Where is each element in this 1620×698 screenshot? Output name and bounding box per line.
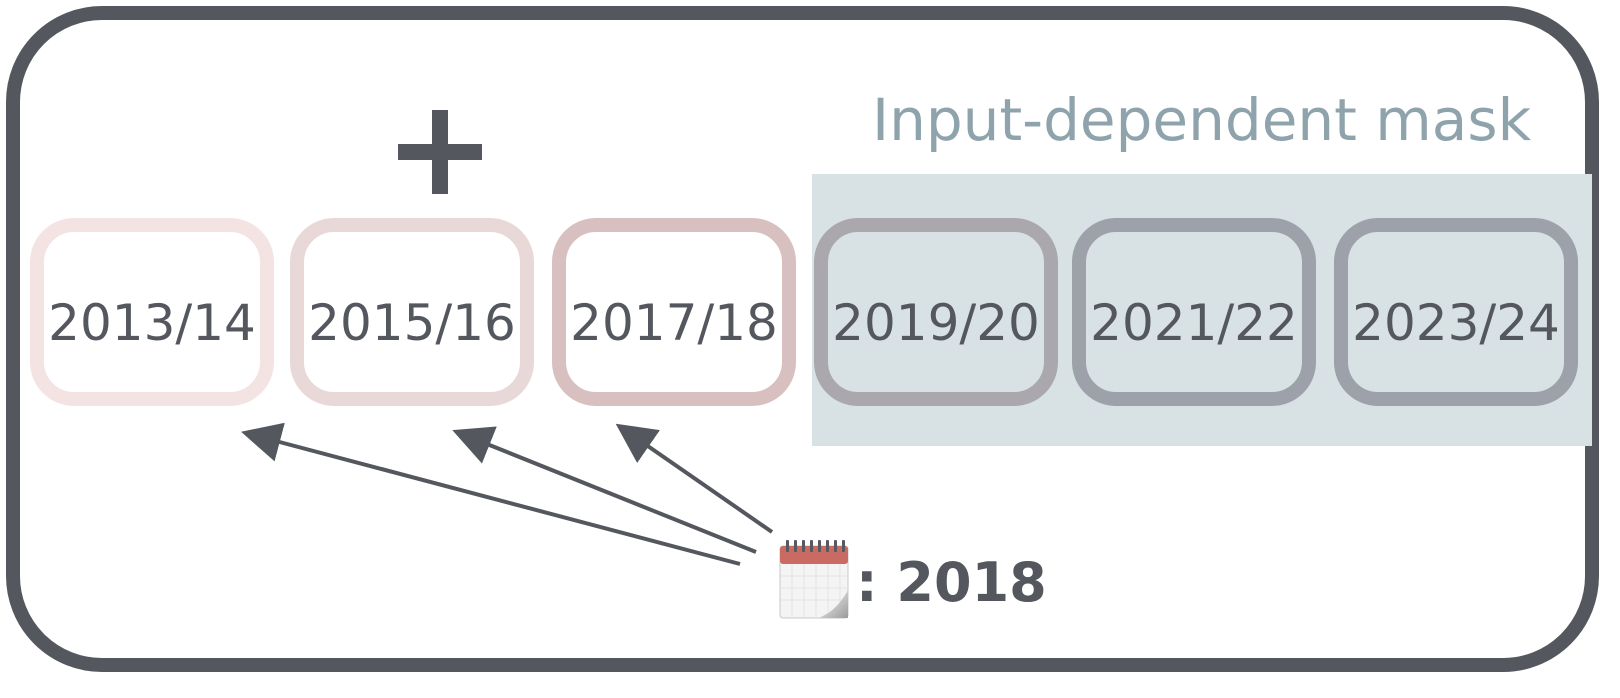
arrow-to-2017-18 xyxy=(615,423,774,534)
query-date: : 2018 xyxy=(856,551,1047,614)
mask-label: Input-dependent mask xyxy=(872,86,1532,154)
query-year: 2018 xyxy=(896,551,1047,614)
period-label: 2015/16 xyxy=(308,294,516,352)
arrow-to-2013-14 xyxy=(241,422,741,566)
period-box-2013-14: 2013/14 xyxy=(30,218,274,406)
calendar-icon xyxy=(779,540,849,619)
period-box-2017-18: 2017/18 xyxy=(552,218,796,406)
period-box-2023-24: 2023/24 xyxy=(1334,218,1578,406)
arrow-to-2015-16 xyxy=(452,426,757,554)
plus-icon xyxy=(398,110,482,194)
period-box-2015-16: 2015/16 xyxy=(290,218,534,406)
period-label: 2023/24 xyxy=(1352,294,1560,352)
period-label: 2019/20 xyxy=(832,294,1040,352)
period-label: 2017/18 xyxy=(570,294,778,352)
period-label: 2013/14 xyxy=(48,294,256,352)
period-box-2019-20: 2019/20 xyxy=(814,218,1058,406)
period-box-2021-22: 2021/22 xyxy=(1072,218,1316,406)
query-separator: : xyxy=(856,551,878,614)
period-label: 2021/22 xyxy=(1090,294,1298,352)
